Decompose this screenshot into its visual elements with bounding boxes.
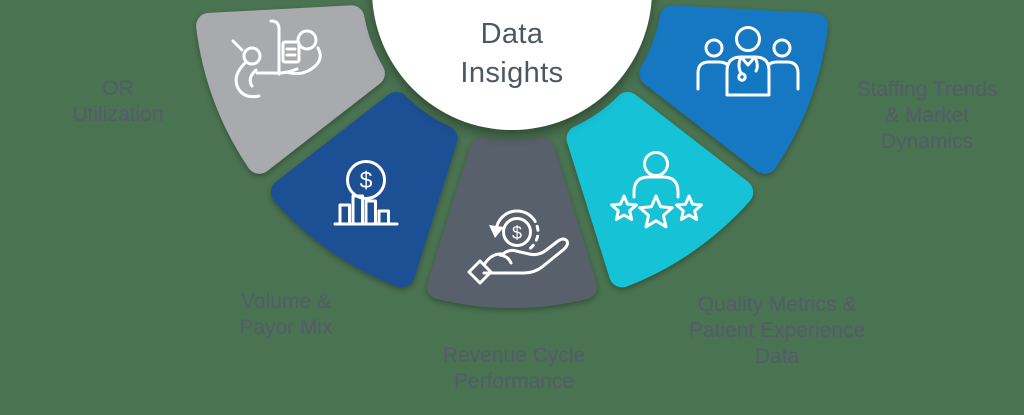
star-icon — [638, 194, 674, 229]
medical-team-icon — [696, 26, 800, 97]
center-circle — [372, 0, 652, 130]
segment-quality-metrics-patient-experience — [566, 92, 754, 288]
star-icon — [675, 194, 703, 221]
center-title: Data Insights — [460, 18, 564, 89]
person-three-stars-icon — [610, 151, 703, 229]
label-staffing-trends: Staffing Trends & Market Dynamics — [856, 78, 998, 153]
segment-volume-payor-mix — [270, 92, 458, 288]
dollar-bar-chart-icon: $ — [333, 160, 399, 226]
star-icon — [610, 194, 638, 221]
label-volume-payor-mix: Volume & Payor Mix — [239, 290, 333, 339]
hand-dollar-refresh-icon: $ — [467, 209, 569, 285]
label-quality-metrics: Quality Metrics & Patient Experience Dat… — [688, 293, 866, 368]
label-or-utilization: OR Utilization — [72, 77, 164, 126]
segment-or-utilization — [196, 5, 385, 174]
segment-revenue-cycle-performance — [427, 137, 597, 308]
segments-layer — [196, 5, 828, 308]
label-revenue-cycle: Revenue Cycle Performance — [442, 344, 586, 393]
dollar-glyph: $ — [360, 167, 373, 193]
dollar-glyph: $ — [512, 223, 522, 243]
surgery-patient-icon — [231, 19, 322, 99]
